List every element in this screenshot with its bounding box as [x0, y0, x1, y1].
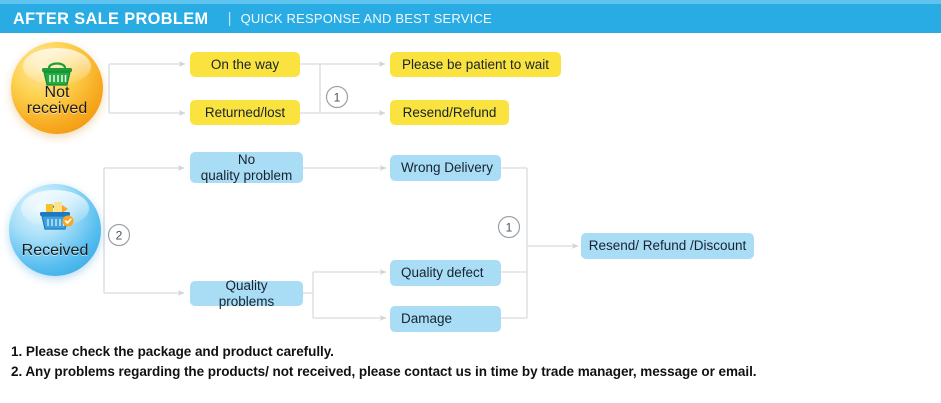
banner-top-strip [0, 0, 941, 4]
marker-1-bottom: 1 [497, 215, 521, 239]
node-quality-problems[interactable]: Quality problems [190, 278, 303, 309]
badge-label-line1: Received [21, 242, 89, 260]
note-line-1: 1. Please check the package and product … [11, 344, 334, 359]
footer-notes: 1. Please check the package and product … [11, 342, 921, 381]
header-subtitle: QUICK RESPONSE AND BEST SERVICE [240, 11, 492, 26]
note-line-2: 2. Any problems regarding the products/ … [11, 363, 757, 379]
status-badge-label-received: Received [22, 243, 89, 260]
node-on-the-way[interactable]: On the way [190, 52, 300, 77]
node-wrong-delivery[interactable]: Wrong Delivery [390, 155, 501, 181]
status-badge-received: Received [9, 184, 101, 276]
svg-text:1: 1 [334, 91, 341, 105]
basket-goods [46, 202, 68, 213]
header-divider: | [227, 10, 232, 27]
marker-2-received: 2 [107, 223, 131, 247]
svg-text:1: 1 [506, 221, 513, 235]
status-badge-label-not-received: Not received [26, 83, 88, 118]
svg-text:2: 2 [116, 229, 123, 243]
node-returned-lost[interactable]: Returned/lost [190, 100, 300, 125]
badge-label-line2: received [26, 100, 88, 118]
node-no-quality-problem[interactable]: No quality problem [190, 152, 303, 183]
filled-shopping-basket-icon [33, 199, 77, 238]
node-please-be-patient-to-wait[interactable]: Please be patient to wait [390, 52, 561, 77]
page-title: AFTER SALE PROBLEM [13, 8, 209, 28]
header-banner: AFTER SALE PROBLEM | QUICK RESPONSE AND … [0, 4, 941, 33]
marker-1-top: 1 [325, 85, 349, 109]
node-resend-refund-discount[interactable]: Resend/ Refund /Discount [581, 233, 754, 259]
node-damage[interactable]: Damage [390, 306, 501, 332]
badge-label-line1: Not [44, 83, 70, 101]
node-quality-defect[interactable]: Quality defect [390, 260, 501, 286]
status-badge-not-received: Not received [11, 42, 103, 134]
node-resend-refund[interactable]: Resend/Refund [390, 100, 509, 125]
